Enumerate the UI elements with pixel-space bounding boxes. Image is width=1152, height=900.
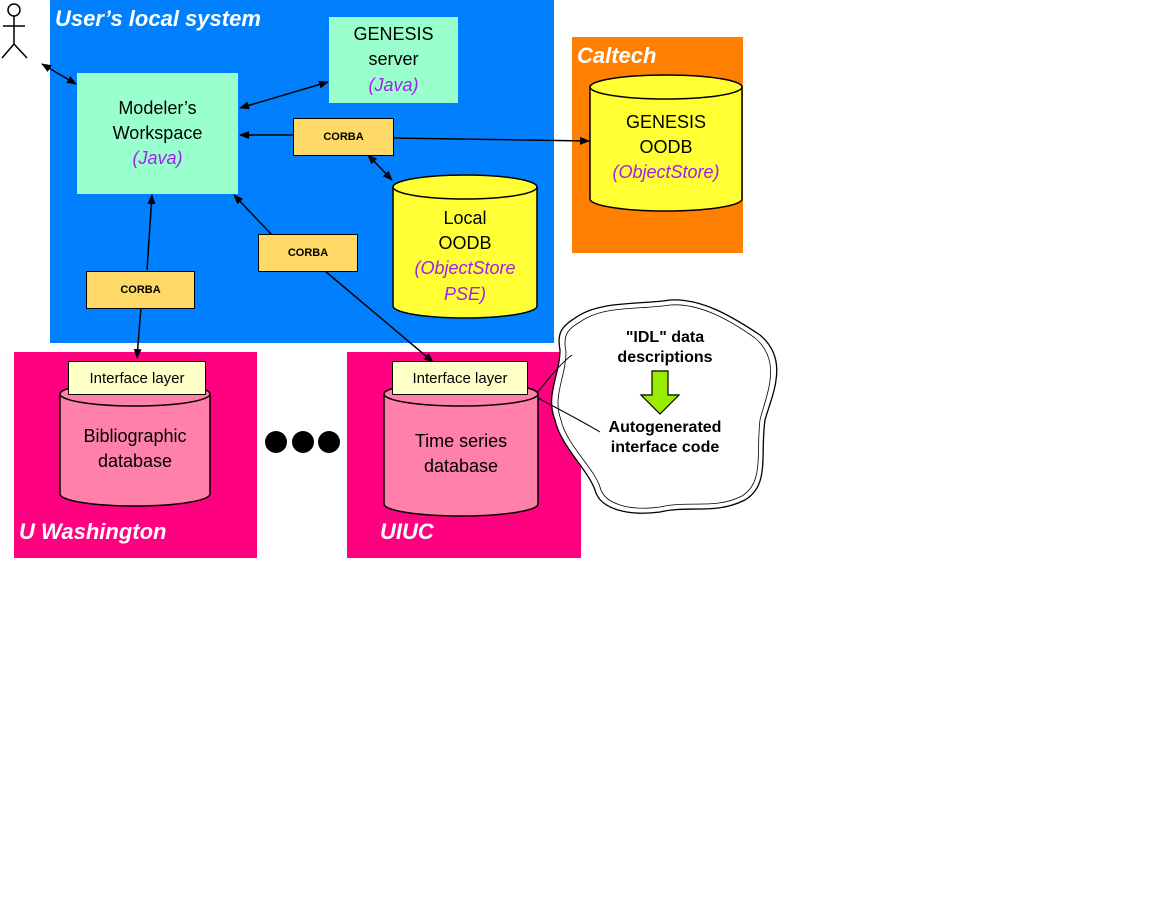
- timeseries-line1: Time series: [414, 431, 508, 451]
- workspace-line1: Modeler’s: [118, 97, 197, 118]
- corba-box-uiuc: CORBA: [258, 234, 358, 272]
- genesis-server-lang: (Java): [368, 74, 419, 95]
- timeseries-line2: database: [423, 456, 499, 477]
- workspace-lang: (Java): [132, 148, 183, 169]
- local-oodb-lang2: PSE): [443, 283, 486, 304]
- modelers-workspace-box: Modeler’s Workspace (Java): [77, 73, 238, 194]
- genesis-oodb-label: GENESIS OODB (ObjectStore): [590, 110, 742, 186]
- cloud-bottom-line2: interface code: [610, 439, 720, 456]
- interface-layer-biblio: Interface layer: [68, 361, 206, 395]
- genesis-server-line1: GENESIS: [353, 24, 434, 45]
- bibliographic-label: Bibliographic database: [60, 424, 210, 474]
- ellipsis-dot-2: [292, 431, 314, 453]
- cloud-bottom-line1: Autogenerated: [608, 419, 722, 436]
- genesis-oodb-line1: GENESIS: [625, 112, 707, 132]
- workspace-line2: Workspace: [112, 122, 203, 143]
- genesis-server-box: GENESIS server (Java): [329, 17, 458, 103]
- user-person-icon: [1, 3, 28, 59]
- bibliographic-line1: Bibliographic: [83, 426, 187, 446]
- cloud-top-line1: "IDL" data: [625, 329, 705, 346]
- region-caltech-title: Caltech: [577, 43, 657, 68]
- ellipsis-dot-3: [318, 431, 340, 453]
- region-uw-title: U Washington: [19, 519, 167, 544]
- cloud-top-text: "IDL" data descriptions: [590, 328, 740, 368]
- local-oodb-line2: OODB: [438, 233, 492, 254]
- genesis-oodb-lang: (ObjectStore): [612, 162, 720, 183]
- corba-box-uw: CORBA: [86, 271, 195, 309]
- bibliographic-line2: database: [97, 451, 173, 472]
- local-oodb-line1: Local: [443, 208, 487, 228]
- local-oodb-label: Local OODB (ObjectStore PSE): [393, 206, 537, 307]
- green-down-arrow: [639, 370, 681, 415]
- region-uiuc-title: UIUC: [380, 519, 434, 544]
- local-oodb-lang1: (ObjectStore: [414, 258, 516, 279]
- genesis-oodb-line2: OODB: [639, 137, 693, 158]
- timeseries-label: Time series database: [384, 429, 538, 479]
- cloud-bottom-text: Autogenerated interface code: [590, 418, 740, 458]
- interface-layer-timeseries: Interface layer: [392, 361, 528, 395]
- ellipsis-dot-1: [265, 431, 287, 453]
- region-local-title: User’s local system: [55, 6, 261, 31]
- cloud-top-line2: descriptions: [617, 349, 713, 366]
- corba-box-genesis: CORBA: [293, 118, 394, 156]
- genesis-server-line2: server: [368, 49, 419, 70]
